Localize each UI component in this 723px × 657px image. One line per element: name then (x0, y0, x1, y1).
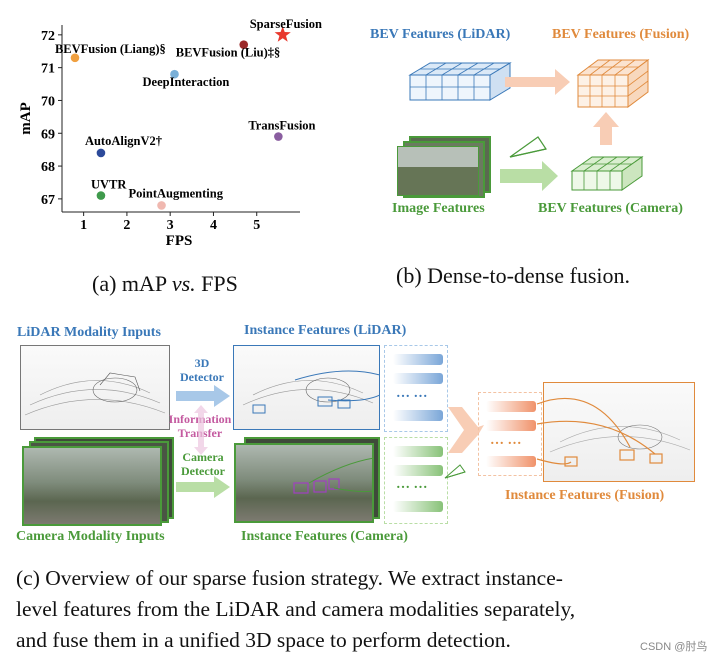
bev-fusion-grid (576, 59, 650, 108)
camera-instance-features (384, 437, 448, 524)
data-point-label: DeepInteraction (143, 75, 230, 89)
caption-a: (a) mAP vs. FPS (92, 271, 238, 296)
y-tick-label: 70 (41, 94, 55, 109)
data-point-label: PointAugmenting (129, 186, 224, 200)
fusion-instance-features (478, 392, 542, 476)
data-point (274, 132, 283, 141)
lidar-feature-bar (393, 373, 443, 384)
camera-feature-ellipsis: … … (396, 477, 428, 492)
camera-frustum-icon (509, 136, 547, 158)
x-tick-label: 3 (167, 218, 174, 233)
label-bev-camera: BEV Features (Camera) (538, 201, 683, 216)
lidar-instance-features (384, 345, 448, 432)
fusion-feature-bar (486, 420, 536, 431)
data-point (157, 201, 166, 210)
fusion-feature-bar (486, 401, 536, 412)
x-axis-label: FPS (166, 233, 193, 249)
fusion-instance-boxes (536, 397, 691, 467)
label-instance-lidar: Instance Features (LiDAR) (244, 323, 407, 338)
lidar-input-scene (20, 345, 170, 430)
data-point-label: SparseFusion (250, 17, 322, 31)
label-camera-detector: Camera Detector (181, 450, 225, 478)
x-tick-label: 2 (123, 218, 130, 233)
y-tick-label: 68 (41, 160, 55, 175)
caption-c-line3: and fuse them in a unified 3D space to p… (16, 628, 511, 652)
arrow-image-to-camera-bev (500, 161, 558, 191)
camera-feature-bar (393, 501, 443, 512)
data-point (96, 191, 106, 200)
data-point-label: TransFusion (248, 119, 315, 133)
arrow-information-transfer (194, 405, 208, 455)
y-tick-label: 69 (41, 127, 55, 142)
lidar-feature-bar (393, 410, 443, 421)
data-point-star (274, 26, 291, 42)
arrow-lidar-to-fusion (505, 69, 570, 95)
label-image-features: Image Features (392, 201, 485, 216)
y-axis-label: mAP (18, 102, 34, 135)
camera-instance-boxes (293, 457, 374, 494)
data-point-label: AutoAlignV2† (85, 134, 162, 148)
x-tick-label: 1 (80, 218, 87, 233)
label-bev-lidar: BEV Features (LiDAR) (370, 27, 511, 42)
camera-input-stack (20, 437, 175, 527)
data-point-label: UVTR (91, 178, 127, 192)
bev-camera-grid (570, 156, 644, 191)
label-instance-fusion: Instance Features (Fusion) (505, 488, 665, 503)
caption-c-line2: level features from the LiDAR and camera… (16, 597, 576, 621)
data-point-label: BEVFusion (Liu)‡§ (176, 46, 281, 60)
data-point-label: BEVFusion (Liang)§ (55, 42, 166, 56)
arrow-camera-to-fusion (593, 112, 619, 145)
x-tick-label: 5 (253, 218, 260, 233)
dense-fusion-diagram (397, 59, 650, 198)
camera-frustum-icon (444, 464, 466, 479)
merge-arrow (448, 407, 484, 453)
label-camera-inputs: Camera Modality Inputs (16, 529, 165, 544)
fusion-feature-ellipsis: … … (490, 433, 522, 448)
label-lidar-inputs: LiDAR Modality Inputs (17, 325, 161, 340)
lidar-point-cloud (24, 372, 166, 416)
data-point (170, 69, 179, 79)
fusion-feature-bar (486, 456, 536, 467)
data-point (70, 53, 80, 63)
y-tick-label: 71 (41, 62, 55, 77)
y-tick-label: 67 (41, 193, 55, 208)
caption-c-line1: (c) Overview of our sparse fusion strate… (16, 566, 563, 590)
x-tick-label: 4 (210, 218, 217, 233)
image-feature-stack (397, 136, 491, 198)
camera-feature-bar (393, 465, 443, 476)
lidar-instance-boxes (242, 370, 380, 414)
data-point (96, 148, 106, 158)
label-instance-camera: Instance Features (Camera) (241, 529, 408, 544)
arrow-camera-detector (176, 476, 230, 498)
y-tick-label: 72 (41, 29, 55, 44)
lidar-feature-bar (393, 354, 443, 365)
camera-feature-bar (393, 446, 443, 457)
watermark: CSDN @肘鸟 (640, 641, 708, 653)
label-3d-detector: 3D Detector (180, 356, 224, 384)
data-point (239, 40, 249, 49)
label-bev-fusion: BEV Features (Fusion) (552, 27, 690, 42)
bev-lidar-grid (408, 62, 512, 101)
lidar-feature-ellipsis: … … (396, 386, 428, 401)
arrow-3d-detector (176, 385, 230, 407)
caption-b: (b) Dense-to-dense fusion. (396, 263, 630, 288)
